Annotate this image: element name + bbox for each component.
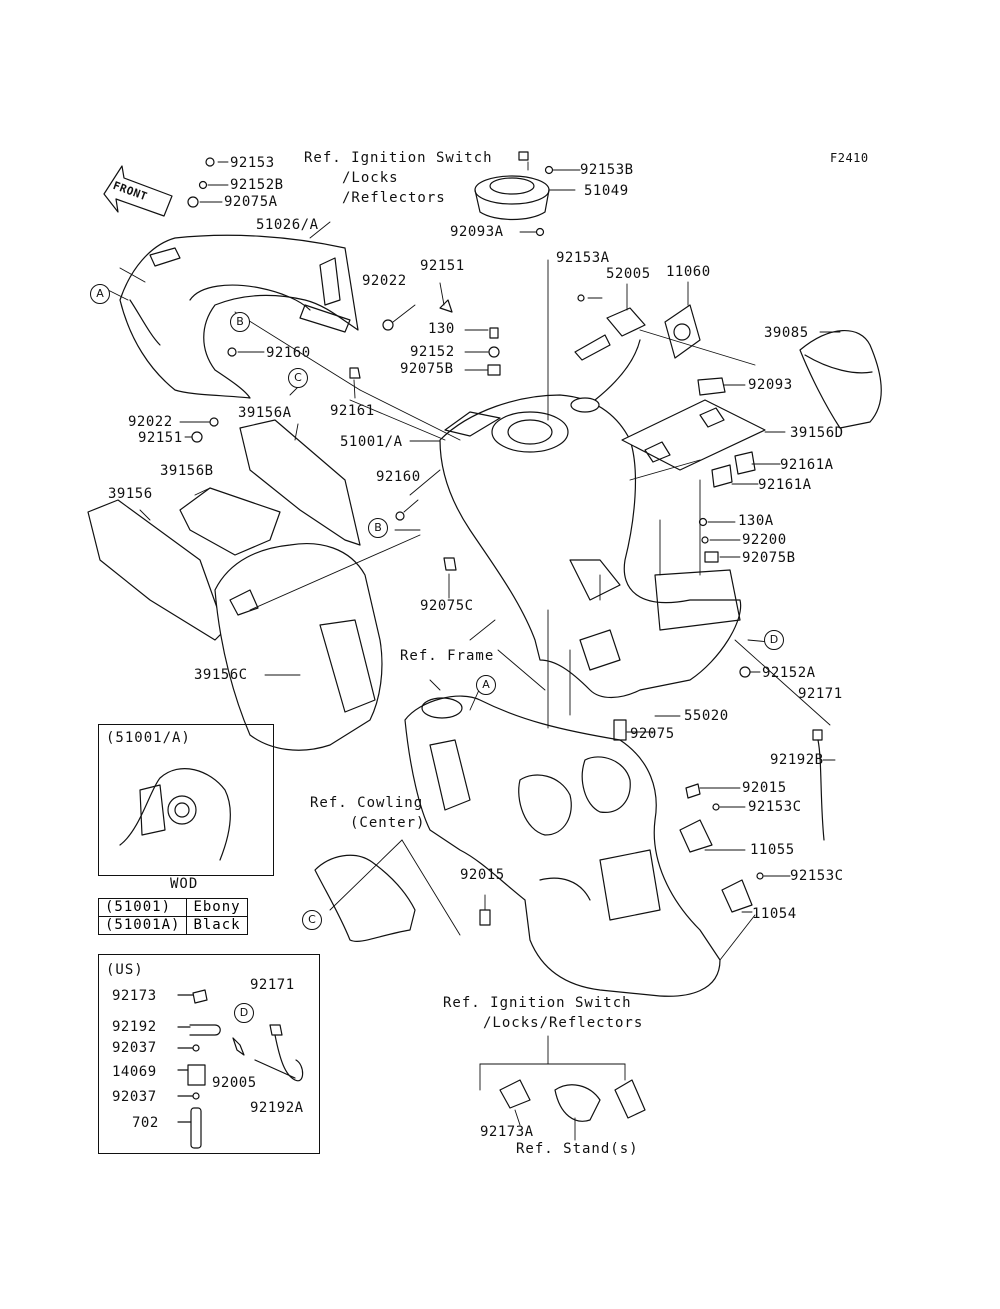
part-label: 92151 xyxy=(138,430,183,446)
frame-drawing xyxy=(404,695,721,997)
part-label: 702 xyxy=(132,1115,159,1131)
part-label: 92192A xyxy=(250,1100,304,1116)
part-label: 92153C xyxy=(748,799,802,815)
part-label: 92161A xyxy=(758,477,812,493)
part-label: 92037 xyxy=(112,1040,157,1056)
part-label: 92015 xyxy=(460,867,505,883)
us-parts-box xyxy=(98,954,320,1154)
part-label: 39156D xyxy=(790,425,844,441)
callout-b: B xyxy=(368,518,388,538)
part-label: 39085 xyxy=(764,325,809,341)
part-label: 92192 xyxy=(112,1019,157,1035)
part-label: 92151 xyxy=(420,258,465,274)
part-label: 92093 xyxy=(748,377,793,393)
ref-cowling-line1: Ref. Cowling xyxy=(310,795,424,811)
part-label: 92093A xyxy=(450,224,504,240)
part-label: 51001/A xyxy=(340,434,403,450)
part-label: 92173 xyxy=(112,988,157,1004)
part-label: 39156C xyxy=(194,667,248,683)
fuel-tank-drawing xyxy=(439,394,742,699)
part-label: 92171 xyxy=(250,977,295,993)
part-label: 92152B xyxy=(230,177,284,193)
part-label: 92153A xyxy=(556,250,610,266)
part-label: 92152 xyxy=(410,344,455,360)
table-cell: (51001) xyxy=(97,898,188,917)
table-row: (51001A) Black xyxy=(97,916,248,935)
ref-ignition-top-line3: /Reflectors xyxy=(342,190,446,206)
part-label: 92037 xyxy=(112,1089,157,1105)
part-label: 11055 xyxy=(750,842,795,858)
ref-ignition-bottom-line2: /Locks/Reflectors xyxy=(483,1015,644,1031)
part-label: 92173A xyxy=(480,1124,534,1140)
part-label: 92153C xyxy=(790,868,844,884)
part-label: 92075B xyxy=(742,550,796,566)
part-label: 92015 xyxy=(742,780,787,796)
cowling-center-drawing xyxy=(314,854,416,942)
table-row: (51001) Ebony xyxy=(97,898,248,917)
part-label: 92160 xyxy=(376,469,421,485)
color-variant-table: (51001) Ebony (51001A) Black xyxy=(97,898,248,935)
front-arrow-icon xyxy=(103,165,173,217)
callout-b: B xyxy=(230,312,250,332)
part-label: 52005 xyxy=(606,266,651,282)
part-label: 51026/A xyxy=(256,217,319,233)
ref-ignition-bottom-line1: Ref. Ignition Switch xyxy=(443,995,632,1011)
ref-ignition-top-line1: Ref. Ignition Switch xyxy=(304,150,493,166)
ref-ignition-top-line2: /Locks xyxy=(342,170,399,186)
part-label: 39156B xyxy=(160,463,214,479)
inset-51001-box xyxy=(98,724,274,876)
pad-39156A xyxy=(239,419,361,546)
part-label: 39156A xyxy=(238,405,292,421)
table-cell: Black xyxy=(186,916,248,935)
part-label: 92153B xyxy=(580,162,634,178)
side-cover-drawing xyxy=(119,234,359,399)
part-label: 92153 xyxy=(230,155,275,171)
table-cell: (51001A) xyxy=(97,916,188,935)
us-box-title: (US) xyxy=(106,962,144,978)
ref-cowling-line2: (Center) xyxy=(350,815,426,831)
inner-cover-39156C xyxy=(214,543,383,751)
fuel-pump-drawing xyxy=(570,304,701,413)
part-label: 14069 xyxy=(112,1064,157,1080)
part-label: 92005 xyxy=(212,1075,257,1091)
part-label: 92022 xyxy=(128,414,173,430)
part-label: 130 xyxy=(428,321,455,337)
inset-51001-caption: WOD xyxy=(170,876,199,892)
pad-39156B xyxy=(179,487,281,556)
part-label: 92171 xyxy=(798,686,843,702)
inset-51001-title: (51001/A) xyxy=(106,730,191,746)
part-label: 92161A xyxy=(780,457,834,473)
part-label: 92200 xyxy=(742,532,787,548)
callout-c: C xyxy=(302,910,322,930)
part-label: 55020 xyxy=(684,708,729,724)
part-label: 39156 xyxy=(108,486,153,502)
callout-c: C xyxy=(288,368,308,388)
pad-39156 xyxy=(87,499,226,641)
ref-frame: Ref. Frame xyxy=(400,648,495,664)
callout-d: D xyxy=(234,1003,254,1023)
pad-39156D xyxy=(621,399,766,471)
part-label: 92075A xyxy=(224,194,278,210)
part-label: 92160 xyxy=(266,345,311,361)
part-label: 11054 xyxy=(752,906,797,922)
part-label: 11060 xyxy=(666,264,711,280)
callout-a: A xyxy=(90,284,110,304)
figure-code: F2410 xyxy=(830,151,869,165)
callout-d: D xyxy=(764,630,784,650)
cowl-39085 xyxy=(799,330,882,429)
part-label: 92152A xyxy=(762,665,816,681)
part-label: 92075 xyxy=(630,726,675,742)
part-label: 92075B xyxy=(400,361,454,377)
callout-a: A xyxy=(476,675,496,695)
part-label: 130A xyxy=(738,513,774,529)
part-label: 92075C xyxy=(420,598,474,614)
part-label: 92022 xyxy=(362,273,407,289)
part-label: 51049 xyxy=(584,183,629,199)
ref-stand: Ref. Stand(s) xyxy=(516,1141,639,1157)
part-label: 92192B xyxy=(770,752,824,768)
table-cell: Ebony xyxy=(186,898,248,917)
part-label: 92161 xyxy=(330,403,375,419)
